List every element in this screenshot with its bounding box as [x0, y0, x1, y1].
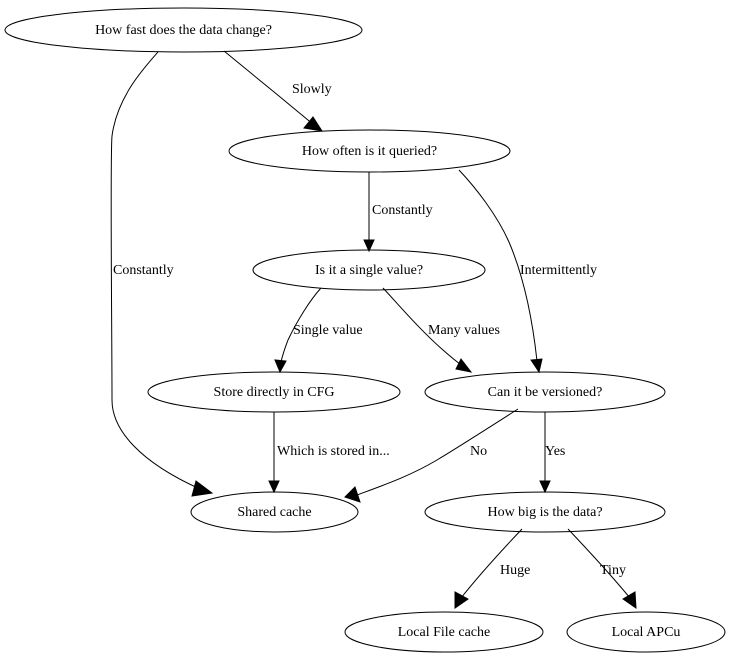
- arrowhead-icon: [454, 591, 469, 609]
- edge-label: Slowly: [292, 82, 332, 97]
- edge-edge-constantly-mid: [363, 172, 375, 253]
- edge-edge-constantly-left: [110, 51, 214, 497]
- node-local-file-cache[interactable]: Local File cache: [344, 611, 544, 653]
- edge-label: Huge: [500, 563, 530, 578]
- node-how-fast[interactable]: How fast does the data change?: [4, 7, 363, 53]
- node-shape-ellipse[interactable]: [147, 371, 401, 413]
- edge-edge-no: [344, 408, 519, 503]
- edge-line: [458, 169, 538, 362]
- edge-label: Tiny: [600, 563, 626, 578]
- node-shape-ellipse[interactable]: [344, 611, 544, 653]
- node-single-value[interactable]: Is it a single value?: [252, 249, 486, 291]
- edge-labels-layer: ConstantlySlowlyConstantlyIntermittently…: [113, 82, 626, 578]
- node-label: How big is the data?: [487, 505, 602, 520]
- node-label: How fast does the data change?: [95, 23, 272, 38]
- edge-edge-which-stored-in: [268, 412, 280, 494]
- edge-line: [223, 50, 315, 126]
- edge-edge-intermittently: [458, 169, 543, 374]
- edge-edge-yes: [539, 412, 551, 494]
- edge-edge-slowly: [223, 50, 324, 132]
- arrowhead-icon: [191, 480, 214, 497]
- edge-label: Which is stored in...: [277, 444, 390, 459]
- node-label: Store directly in CFG: [214, 385, 335, 400]
- edge-label: Constantly: [372, 203, 433, 218]
- arrowhead-icon: [274, 359, 287, 374]
- edge-label: Many values: [428, 323, 500, 338]
- edge-edge-tiny: [567, 528, 637, 609]
- edge-label: Single value: [293, 323, 363, 338]
- edge-line: [567, 528, 631, 599]
- arrowhead-icon: [363, 239, 375, 253]
- arrowhead-icon: [344, 486, 361, 503]
- edges-layer: [110, 50, 637, 609]
- node-shape-ellipse[interactable]: [424, 491, 666, 533]
- node-store-cfg[interactable]: Store directly in CFG: [147, 371, 401, 413]
- node-shape-ellipse[interactable]: [4, 7, 363, 53]
- node-versioned[interactable]: Can it be versioned?: [424, 371, 666, 413]
- node-label: Is it a single value?: [315, 263, 423, 278]
- edge-label: Intermittently: [520, 263, 597, 278]
- node-label: How often is it queried?: [302, 144, 437, 159]
- node-label: Local APCu: [612, 625, 681, 640]
- arrowhead-icon: [303, 116, 324, 132]
- edge-edge-single-value: [274, 287, 322, 374]
- nodes-layer: How fast does the data change? How often …: [4, 7, 726, 653]
- node-label: Local File cache: [398, 625, 491, 640]
- edge-label: Yes: [545, 444, 565, 459]
- edge-line: [356, 408, 519, 496]
- arrowhead-icon: [530, 358, 543, 374]
- node-label: Shared cache: [237, 505, 311, 520]
- arrowhead-icon: [539, 480, 551, 494]
- edge-label: No: [470, 444, 487, 459]
- node-label: Can it be versioned?: [488, 385, 603, 400]
- node-shape-ellipse[interactable]: [228, 129, 511, 173]
- arrowhead-icon: [268, 480, 280, 494]
- node-shape-ellipse[interactable]: [252, 249, 486, 291]
- node-shared-cache[interactable]: Shared cache: [190, 491, 359, 533]
- node-shape-ellipse[interactable]: [566, 611, 726, 653]
- node-shape-ellipse[interactable]: [424, 371, 666, 413]
- node-how-often[interactable]: How often is it queried?: [228, 129, 511, 173]
- edge-line: [280, 287, 322, 363]
- node-local-apcu[interactable]: Local APCu: [566, 611, 726, 653]
- edge-line: [110, 51, 201, 490]
- edge-label: Constantly: [113, 263, 174, 278]
- node-how-big[interactable]: How big is the data?: [424, 491, 666, 533]
- arrowhead-icon: [455, 358, 473, 373]
- edge-edge-huge: [454, 528, 523, 609]
- edge-line: [460, 528, 523, 599]
- edge-edge-many-values: [382, 287, 473, 373]
- edge-line: [382, 287, 465, 368]
- node-shape-ellipse[interactable]: [190, 491, 359, 533]
- arrowhead-icon: [622, 591, 637, 609]
